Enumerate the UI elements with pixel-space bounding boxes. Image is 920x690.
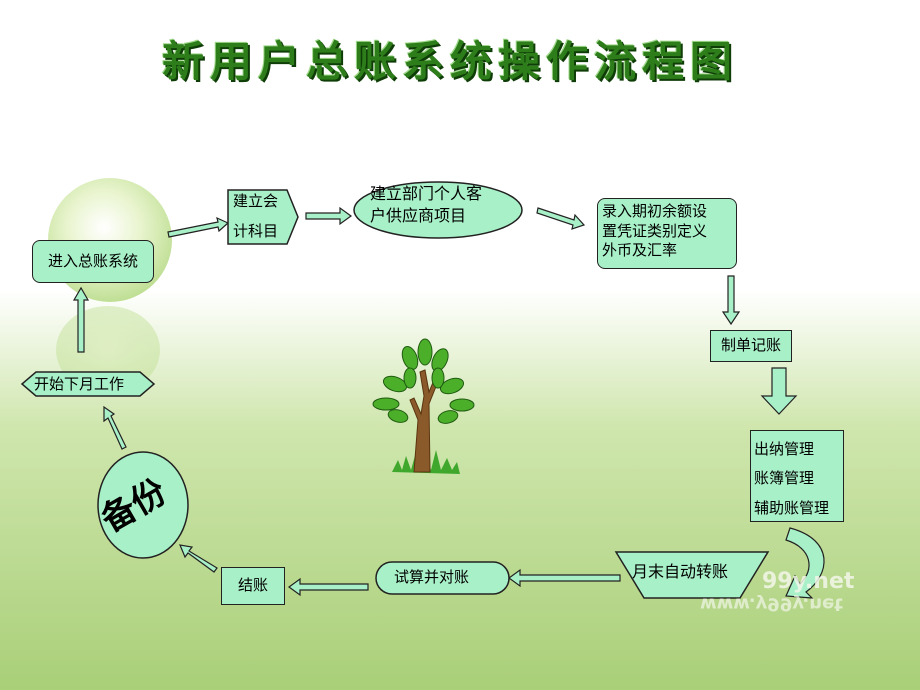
build-account-label-1: 建立会	[233, 192, 279, 210]
build-dept-label-1: 建立部门个人客	[370, 184, 483, 203]
entry-label-2: 置凭证类别定义	[602, 221, 708, 240]
arrow-backup-to-next	[103, 405, 127, 450]
enter-system-node: 进入总账系统	[32, 240, 154, 283]
arrow-entry-to-voucher	[721, 275, 741, 326]
arrow-enter-to-account	[167, 216, 230, 238]
next-month-shape	[20, 371, 156, 397]
page-title: 新用户总账系统操作流程图	[161, 37, 738, 86]
arrow-transfer-to-trial	[507, 568, 621, 588]
arrow-close-to-backup	[179, 544, 218, 573]
voucher-label: 制单记账	[720, 336, 781, 355]
build-account-shape	[227, 189, 299, 245]
auxiliary-label: 辅助账管理	[754, 498, 830, 517]
close-label: 结账	[237, 576, 268, 595]
arrow-voucher-to-mgmt	[760, 367, 798, 415]
entry-label-1: 录入期初余额设	[602, 202, 708, 220]
trial-label: 试算并对账	[394, 568, 470, 586]
watermark-text: 99y.net	[762, 569, 855, 594]
entry-node: 录入期初余额设 置凭证类别定义 外币及汇率	[597, 198, 737, 269]
entry-label-3: 外币及汇率	[602, 241, 678, 259]
curved-arrow-icon	[785, 527, 825, 599]
arrow-trial-to-close	[287, 577, 369, 597]
cashier-label: 出纳管理	[754, 440, 815, 458]
close-node: 结账	[221, 567, 285, 605]
ledger-label: 账簿管理	[754, 469, 815, 488]
arrow-next-to-enter	[72, 286, 90, 353]
build-account-label-2: 计科目	[233, 222, 279, 240]
transfer-shape	[614, 551, 770, 599]
voucher-node: 制单记账	[710, 330, 792, 362]
arrow-account-to-dept	[305, 206, 353, 226]
arrow-dept-to-entry	[536, 207, 586, 230]
management-node: 出纳管理 账簿管理 辅助账管理	[750, 430, 844, 522]
transfer-label: 月末自动转账	[632, 562, 729, 581]
build-dept-shape	[353, 181, 523, 239]
trial-shape	[375, 561, 510, 595]
build-dept-label-2: 户供应商项目	[370, 206, 467, 225]
enter-system-label: 进入总账系统	[47, 251, 138, 270]
backup-shape	[97, 451, 189, 559]
next-month-label: 开始下月工作	[34, 375, 125, 393]
watermark-mirrored: www.y99y.net	[700, 593, 843, 615]
tree-icon	[372, 338, 475, 474]
